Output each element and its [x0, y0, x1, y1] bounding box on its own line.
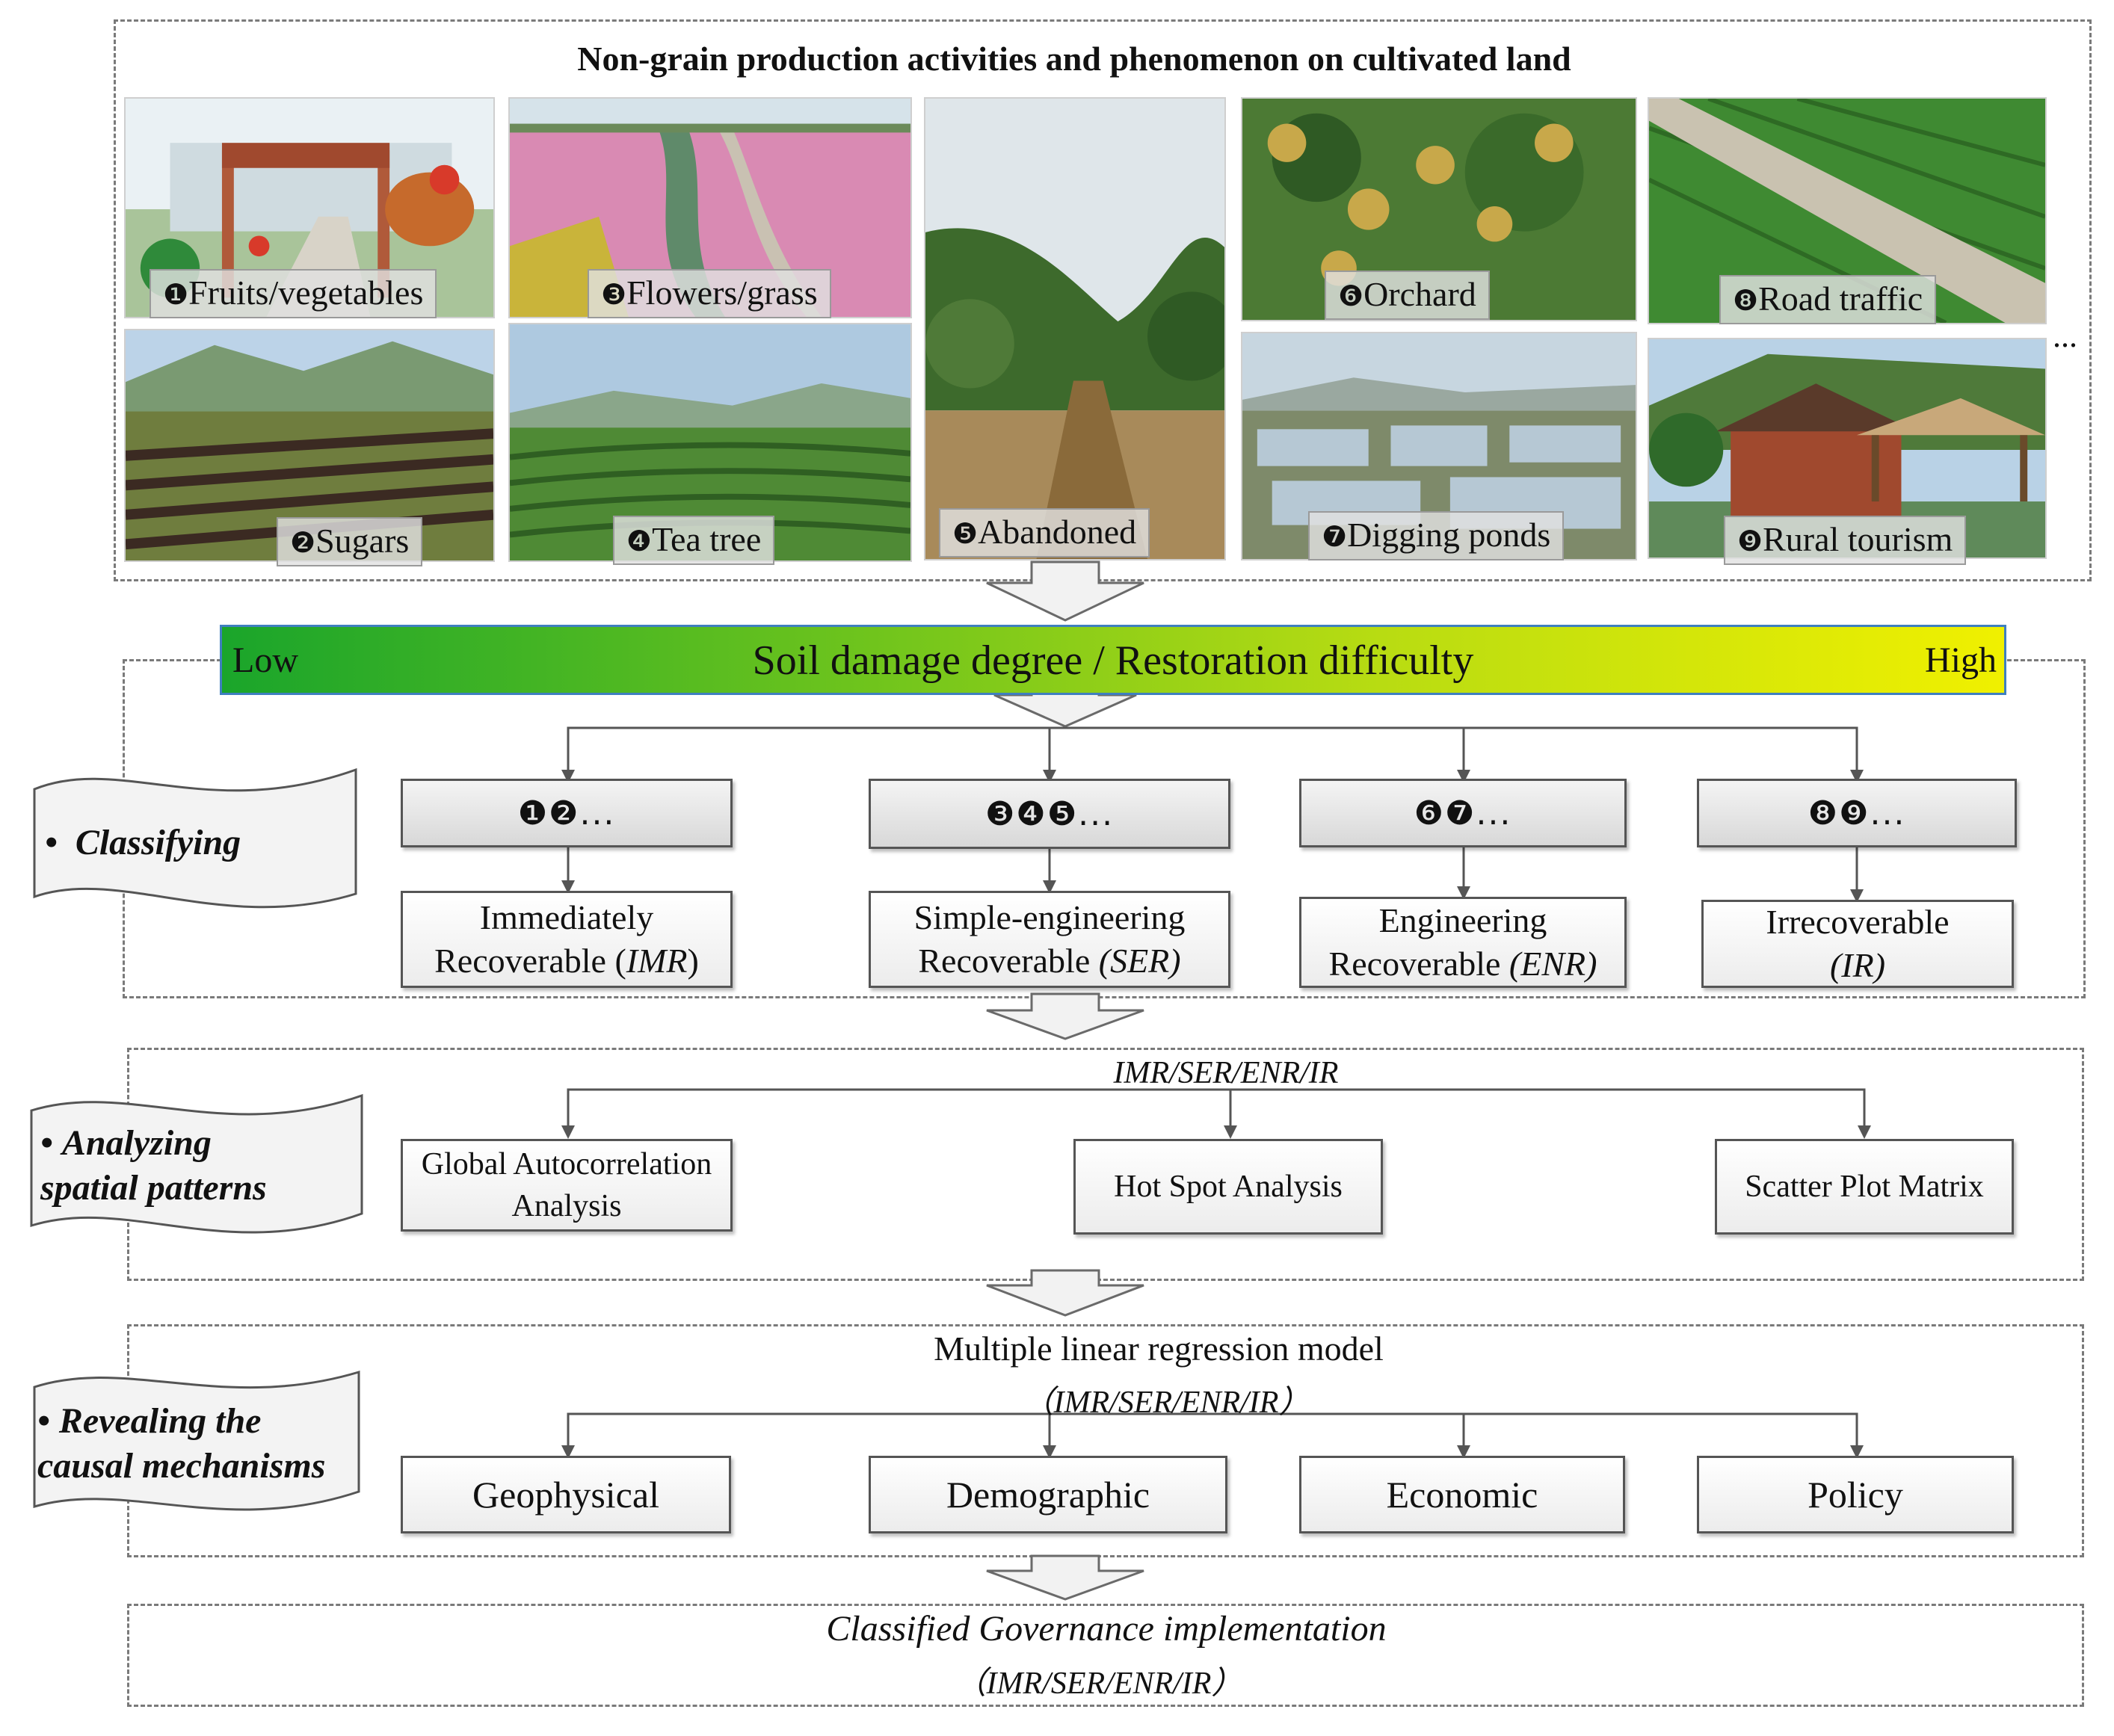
regression-model-title: Multiple linear regression model [934, 1329, 1384, 1368]
global-autocorrelation-box: Global Autocorrelation Analysis [401, 1139, 733, 1232]
gradient-label: Soil damage degree / Restoration difficu… [752, 637, 1474, 684]
photo-abandoned [924, 97, 1226, 560]
hot-spot-analysis-box: Hot Spot Analysis [1073, 1139, 1383, 1235]
demographic-box: Demographic [869, 1456, 1227, 1533]
flag-shape-analyzing [30, 1093, 363, 1234]
activities-panel [114, 19, 2092, 581]
policy-box: Policy [1697, 1456, 2014, 1533]
classifying-flag: • Classifying [45, 823, 241, 862]
analyzing-label: IMR/SER/ENR/IR [1113, 1056, 1339, 1090]
governance-panel [127, 1604, 2084, 1707]
ellipsis: ... [2053, 318, 2077, 354]
group-box-3-4-5: ❸❹❺... [869, 779, 1230, 849]
caption-digging-ponds: ❼Digging ponds [1308, 511, 1565, 560]
caption-road-traffic: ❽Road traffic [1719, 275, 1937, 324]
caption-flowers-grass: ❸Flowers/grass [588, 269, 831, 318]
soil-damage-gradient-bar: Soil damage degree / Restoration difficu… [220, 625, 2006, 695]
group-box-1-2: ❶❷... [401, 779, 733, 847]
regression-model-subtitle: （IMR/SER/ENR/IR） [1022, 1386, 1310, 1420]
caption-tea-tree: ❹Tea tree [613, 516, 775, 565]
flag-shape-revealing [33, 1370, 360, 1511]
economic-box: Economic [1299, 1456, 1625, 1533]
caption-sugars: ❷Sugars [277, 517, 423, 566]
gradient-high-label: High [1925, 640, 1997, 680]
block-arrow-1 [986, 560, 1144, 622]
flag-shape-classifying [33, 767, 357, 909]
caption-abandoned: ❺Abandoned [939, 508, 1150, 557]
geophysical-box: Geophysical [401, 1456, 731, 1533]
block-arrow-4 [986, 1269, 1144, 1317]
category-enr-box: Engineering Recoverable (ENR) [1299, 897, 1627, 988]
gradient-low-label: Low [232, 640, 298, 680]
category-imr-box: Immediately Recoverable (IMR) [401, 891, 733, 988]
scatter-plot-matrix-box: Scatter Plot Matrix [1715, 1139, 2014, 1235]
revealing-flag: • Revealing the causal mechanisms [37, 1401, 326, 1486]
caption-fruits-vegetables: ❶Fruits/vegetables [150, 269, 437, 318]
block-arrow-5 [986, 1554, 1144, 1601]
category-ser-box: Simple-engineering Recoverable (SER) [869, 891, 1230, 988]
analyzing-flag: • Analyzing spatial patterns [40, 1123, 267, 1208]
activities-title: Non-grain production activities and phen… [577, 40, 1571, 78]
photo-tea-tree [508, 323, 912, 562]
block-arrow-3 [986, 992, 1144, 1040]
category-ir-box: Irrecoverable (IR) [1701, 900, 2014, 988]
group-box-8-9: ❽❾... [1697, 779, 2017, 847]
group-box-6-7: ❻❼... [1299, 779, 1627, 847]
governance-label: Classified Governance implementation [826, 1609, 1387, 1649]
photo-sugars [124, 329, 495, 562]
governance-subtitle: （IMR/SER/ENR/IR） [955, 1667, 1243, 1701]
caption-orchard: ❻Orchard [1325, 271, 1490, 320]
caption-rural-tourism: ❾Rural tourism [1724, 516, 1967, 565]
